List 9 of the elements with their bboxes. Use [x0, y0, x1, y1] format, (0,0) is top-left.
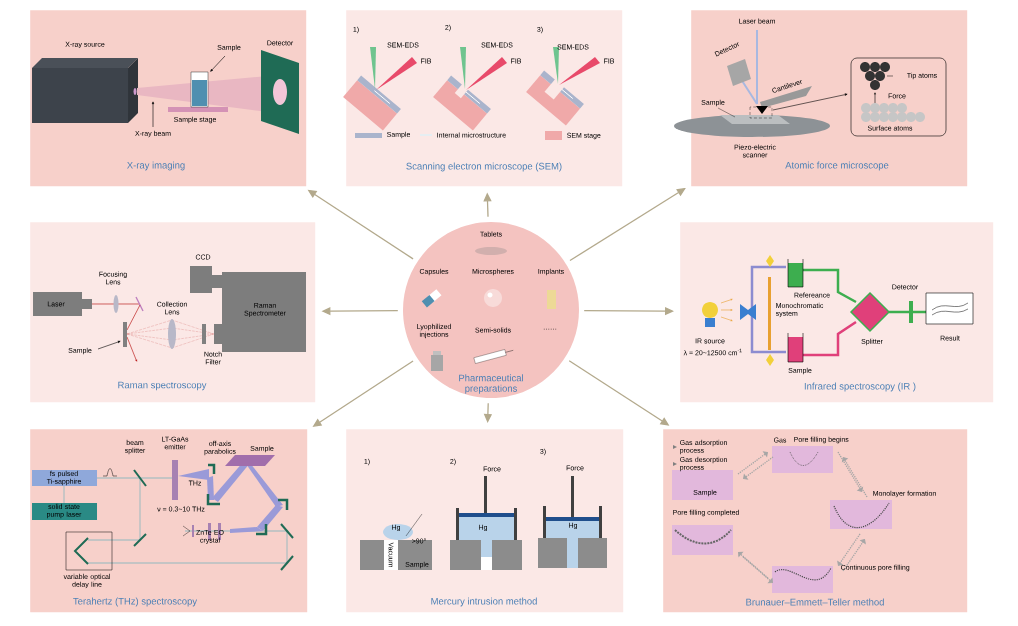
panel-title: Terahertz (THz) spectroscopy: [73, 597, 198, 607]
panel-title: X-ray imaging: [127, 161, 185, 171]
panel-title: Atomic force microscope: [785, 161, 889, 171]
center-title: Pharmaceutical preparations: [459, 374, 523, 394]
panel-title: Mercury intrusion method: [431, 597, 537, 607]
panel-title: Raman spectroscopy: [118, 381, 207, 391]
panel-title: Infrared spectroscopy (IR ): [804, 382, 916, 392]
panel-title: Scanning electron microscope (SEM): [406, 162, 562, 172]
panel-title: Brunauer–Emmett–Teller method: [746, 598, 884, 606]
